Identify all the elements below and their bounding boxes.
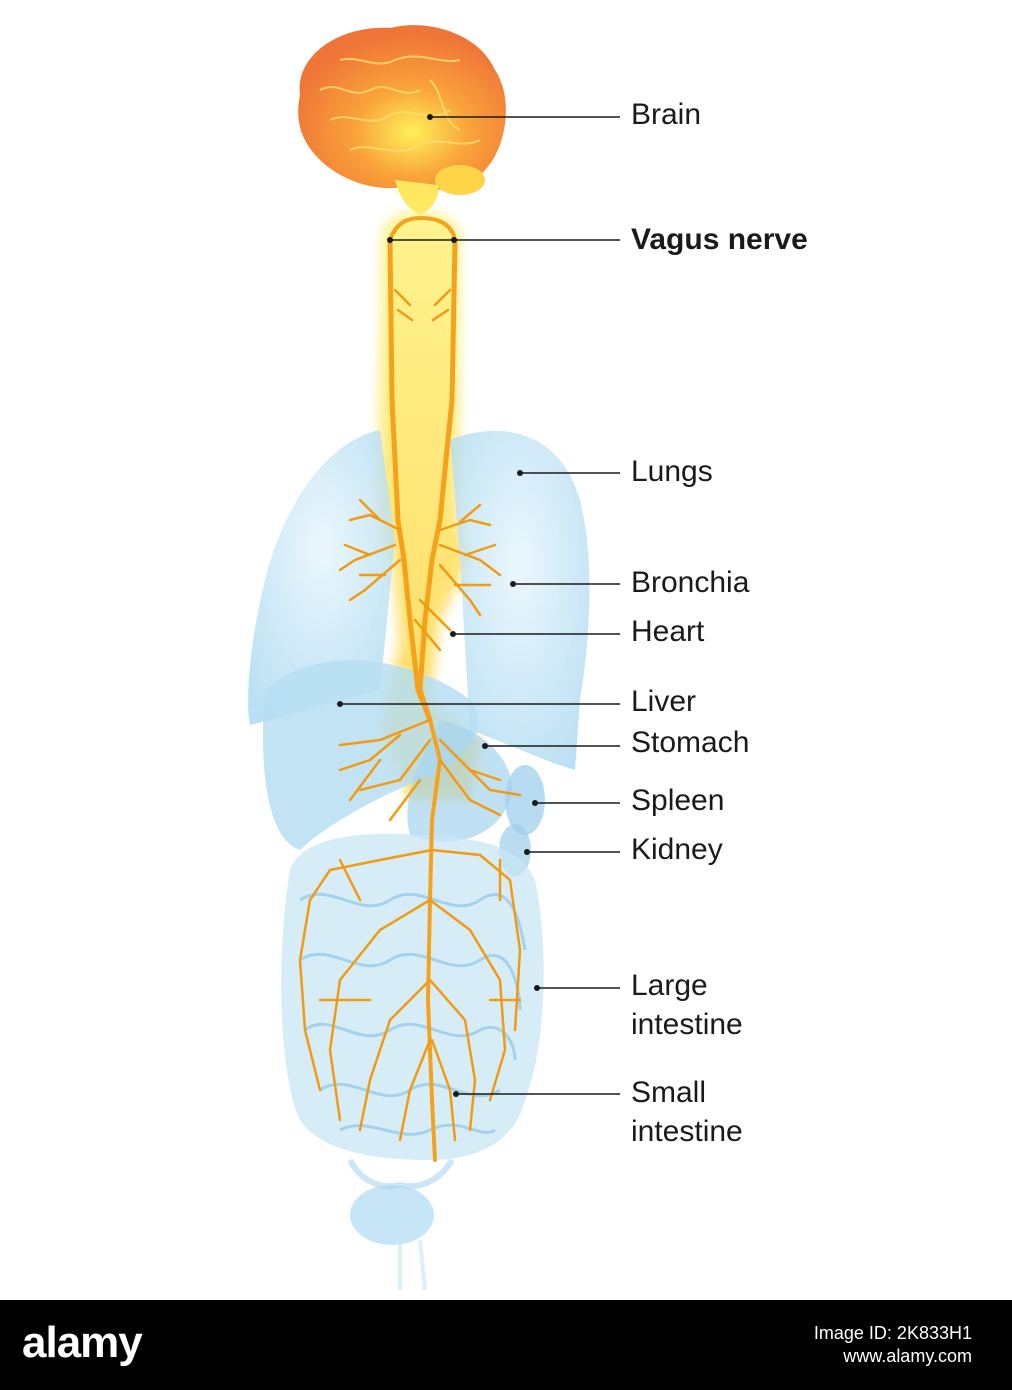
- alamy-logo: alamy: [22, 1318, 143, 1367]
- label-small-intestine-line1: Small: [631, 1076, 707, 1109]
- label-lungs: Lungs: [631, 455, 713, 488]
- nerve-branches: [298, 288, 522, 1142]
- label-kidney: Kidney: [631, 833, 723, 866]
- label-vagus-nerve: Vagus nerve: [631, 223, 808, 256]
- label-stomach: Stomach: [631, 726, 750, 759]
- label-spleen: Spleen: [631, 784, 725, 817]
- brain-shape: [298, 25, 506, 215]
- leader-dots: [337, 114, 540, 1097]
- label-bronchia: Bronchia: [631, 566, 750, 599]
- label-brain: Brain: [631, 98, 702, 131]
- label-liver: Liver: [631, 685, 697, 718]
- leader-lines: [340, 116, 620, 1095]
- site-url-text: www.alamy.com: [843, 1346, 972, 1366]
- image-id-text: Image ID: 2K833H1: [813, 1323, 972, 1343]
- anatomy-illustration: [248, 25, 620, 1291]
- label-large-intestine-line1: Large: [631, 969, 708, 1002]
- label-heart: Heart: [631, 615, 705, 648]
- label-small-intestine-line2: intestine: [631, 1115, 743, 1148]
- label-large-intestine-line2: intestine: [631, 1008, 743, 1041]
- image-id-block: Image ID: 2K833H1 www.alamy.com: [814, 1322, 972, 1368]
- watermark-footer: alamy Image ID: 2K833H1 www.alamy.com: [0, 1300, 1012, 1390]
